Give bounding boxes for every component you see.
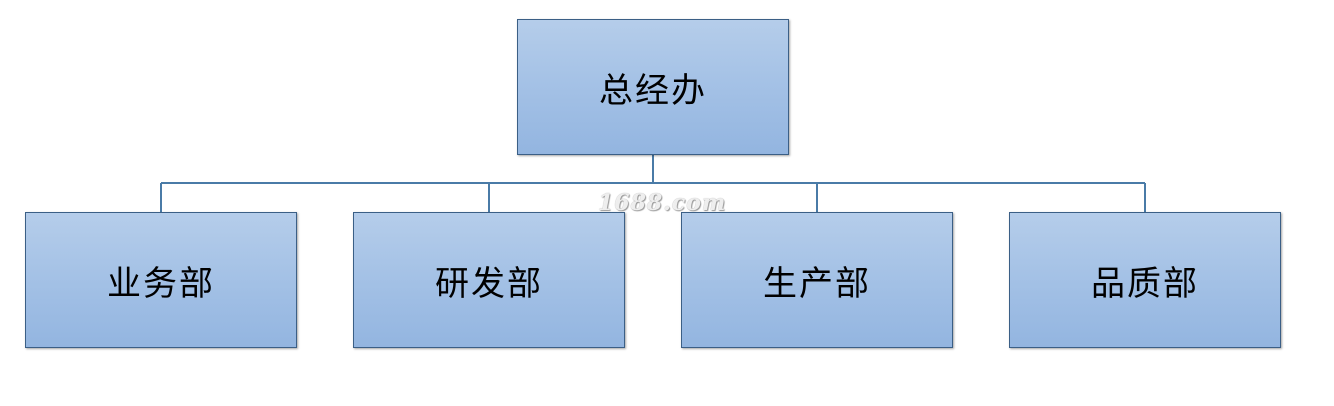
org-node-child: 业务部 [25,212,297,348]
org-node-child: 品质部 [1009,212,1281,348]
org-node-child-label: 研发部 [435,263,543,304]
org-node-child-label: 品质部 [1091,263,1199,304]
org-node-child: 生产部 [681,212,953,348]
org-node-child: 研发部 [353,212,625,348]
org-node-root-label: 总经办 [599,70,707,111]
watermark-text: 1688.com [598,190,727,216]
org-node-child-label: 生产部 [763,263,871,304]
org-node-child-label: 业务部 [107,263,215,304]
org-node-root: 总经办 [517,19,789,155]
